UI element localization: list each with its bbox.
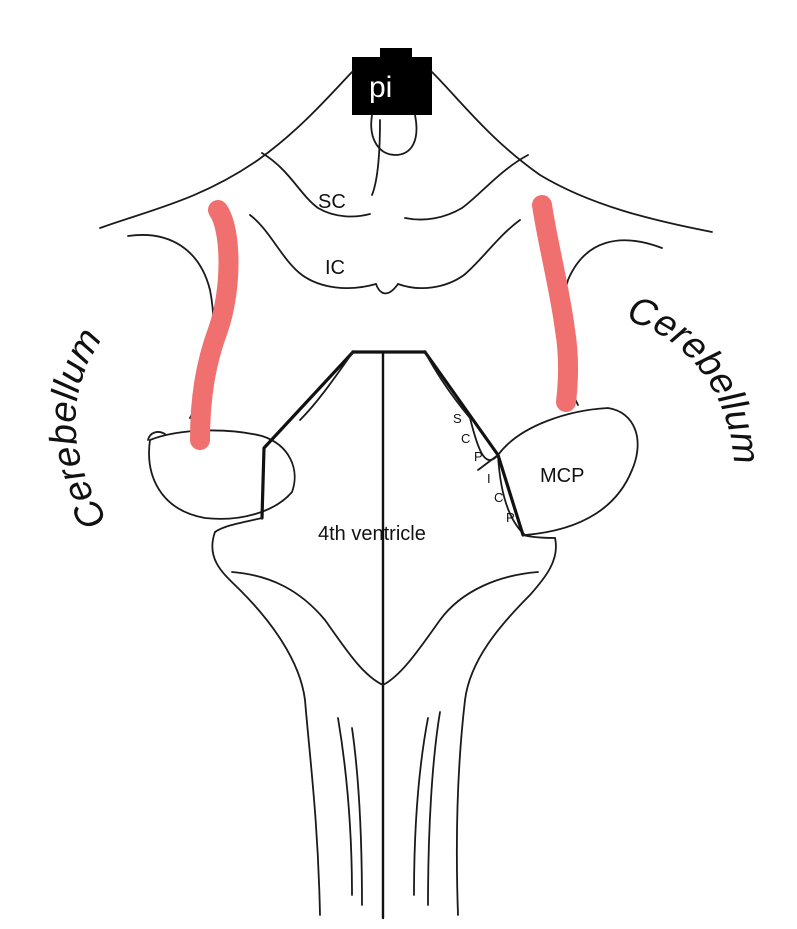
medulla-outline: [211, 517, 557, 916]
fourth-ventricle-label: 4th ventricle: [318, 523, 426, 545]
highlight-bars: [190, 195, 579, 450]
scp-letter-s: S: [453, 411, 462, 426]
scp-letter-c: C: [461, 431, 470, 446]
right-peduncle: [497, 407, 639, 536]
cerebellum-right-label: Cerebellum: [622, 288, 767, 466]
icp-letter-p: P: [506, 510, 515, 525]
left-highlight: [190, 200, 239, 450]
cerebellum-left-label: Cerebellum: [42, 321, 115, 537]
pineal-marker: pi: [352, 48, 432, 115]
superior-colliculus-label: SC: [318, 191, 346, 213]
mcp-label: MCP: [540, 465, 584, 487]
right-highlight: [532, 195, 579, 412]
scp-letter-p: P: [474, 449, 483, 464]
left-peduncle: [147, 429, 296, 520]
icp-letter-i: I: [487, 471, 491, 486]
fourth-ventricle-outline: [260, 350, 525, 920]
midbrain-outline: [99, 71, 713, 419]
inferior-colliculus-label: IC: [325, 257, 345, 279]
icp-letter-c: C: [494, 490, 503, 505]
pineal-label: pi: [369, 71, 392, 104]
